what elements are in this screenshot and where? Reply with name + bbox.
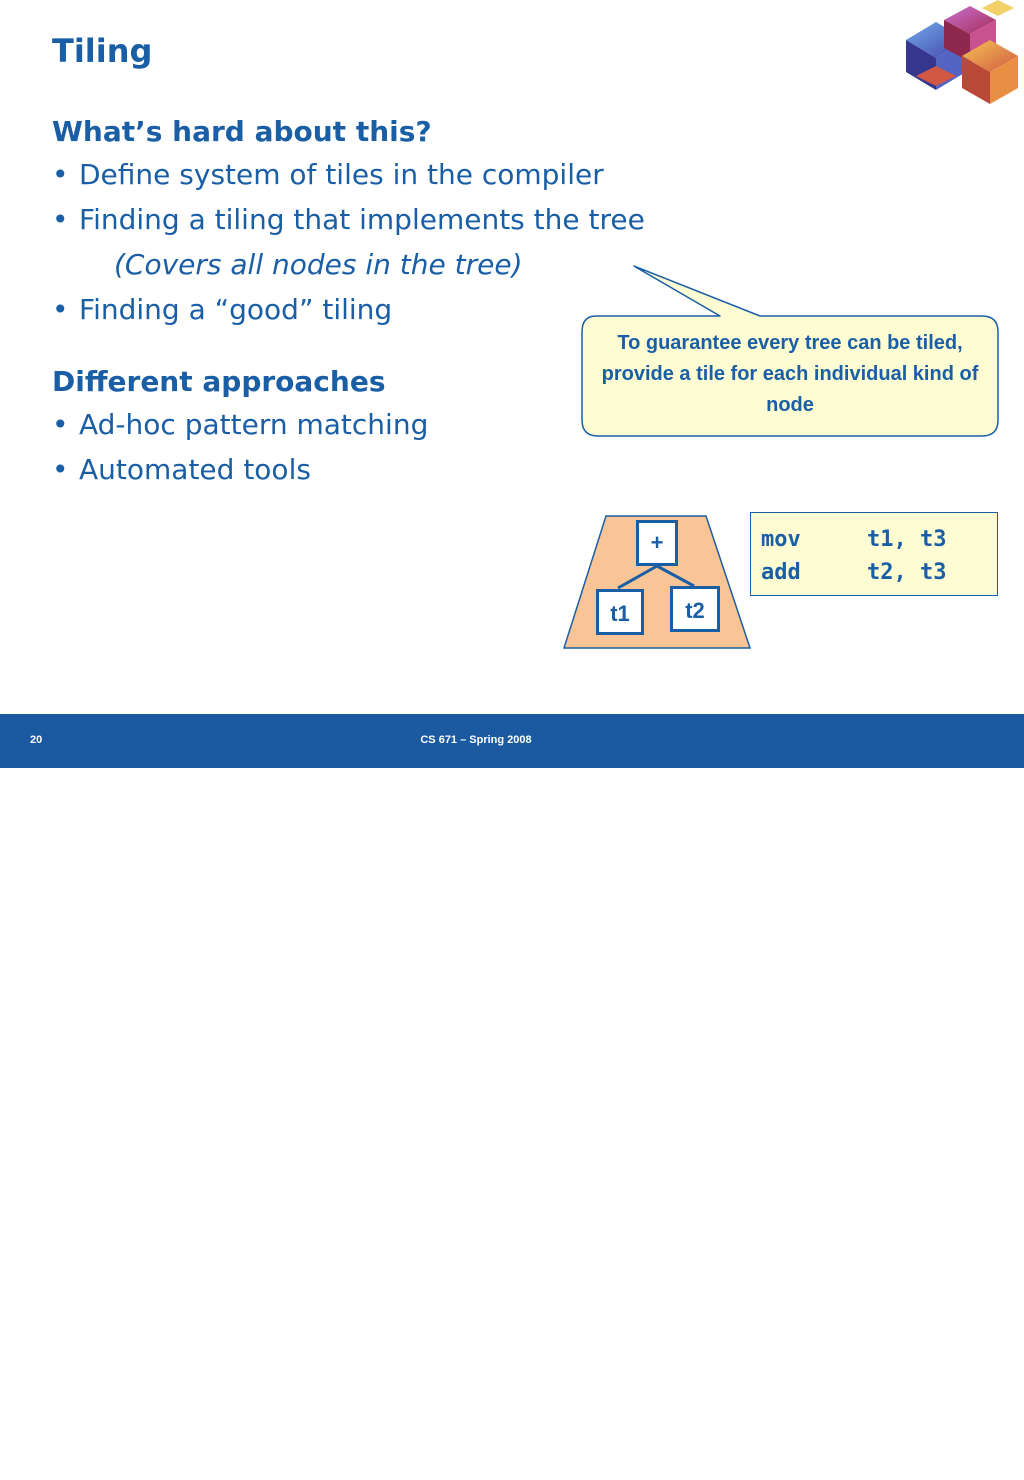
bullet-dot: • [52,293,69,326]
bullet-text: Finding a tiling that implements the tre… [79,203,645,236]
bullet-dot: • [52,203,69,236]
bullet-dot: • [52,453,69,486]
tree-node-root: + [636,520,678,566]
page-number: 20 [30,734,43,746]
code-op: mov [761,527,801,552]
bullet-item: • Automated tools [52,447,812,492]
callout-bubble [581,265,999,437]
tree-edge [656,564,695,588]
tree-node-left: t1 [596,589,644,635]
cube-logo-icon [906,0,1018,104]
bullet-item: • Define system of tiles in the compiler [52,152,812,197]
section-heading: What’s hard about this? [52,115,432,148]
bullet-item: • Finding a tiling that implements the tr… [52,197,812,242]
code-args: t1, t3 [867,527,947,552]
bullet-item: • Finding a “good” tiling [52,287,812,332]
tree-edge [617,564,658,590]
bullet-dot: • [52,408,69,441]
code-line: add t2, t3 [761,556,997,589]
footer-bar: 20 CS 671 – Spring 2008 [0,714,1024,1478]
code-line: mov t1, t3 [761,523,997,556]
bullet-item: • Ad-hoc pattern matching [52,402,812,447]
callout-text: To guarantee every tree can be tiled, pr… [601,332,979,416]
footer-course-text: CS 671 – Spring 2008 [420,734,532,746]
code-op: add [761,560,801,585]
sub-note: (Covers all nodes in the tree) [114,248,523,281]
section-heading: Different approaches [52,365,386,398]
slide-title: Tiling [52,32,153,70]
bullet-dot: • [52,158,69,191]
tree-node-right: t2 [670,586,720,632]
bullet-text: Ad-hoc pattern matching [79,408,429,441]
bullet-text: Define system of tiles in the compiler [79,158,604,191]
code-args: t2, t3 [867,560,947,585]
rotunda-logo-icon [960,1441,1008,1478]
bullet-text: Finding a “good” tiling [79,293,393,326]
bullet-text: Automated tools [79,453,311,486]
code-box: mov t1, t3 add t2, t3 [750,512,998,596]
slide-body: What’s hard about this? • Define system o… [52,112,812,492]
